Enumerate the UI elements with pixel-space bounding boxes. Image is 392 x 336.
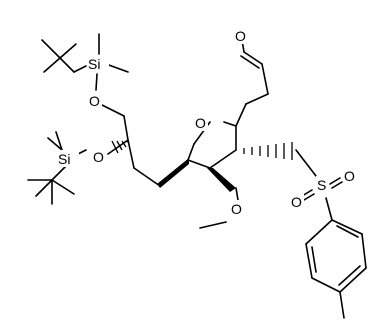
silicon-label-top: Si bbox=[88, 56, 100, 72]
sulfur-label: S bbox=[317, 177, 326, 193]
oxygen-label-sulfonyl-2: O bbox=[291, 194, 302, 210]
oxygen-label-sulfonyl-1: O bbox=[344, 168, 355, 184]
oxygen-label-ring: O bbox=[195, 115, 206, 131]
side-chain bbox=[99, 103, 161, 187]
hashed-wedge-ring-ch2 bbox=[243, 142, 293, 160]
methoxy-group bbox=[199, 187, 239, 229]
wedge-ring-chain bbox=[157, 158, 189, 188]
oxygen-label-methoxy: O bbox=[231, 201, 242, 217]
ring bbox=[187, 103, 247, 169]
hashed-wedge-c2-o bbox=[111, 140, 130, 154]
silicon-label-left: Si bbox=[58, 151, 70, 167]
oxygen-label-silyl-top: O bbox=[89, 93, 100, 109]
oxygen-label-silyl-left: O bbox=[93, 149, 104, 165]
tolyl-ring bbox=[305, 219, 367, 319]
aldehyde-arm bbox=[240, 39, 269, 105]
sulfonyl-group bbox=[295, 149, 343, 221]
atom-labels: Si O O Si O O O S O O bbox=[57, 27, 357, 217]
wedge-ring-methoxy bbox=[207, 168, 236, 192]
tbs-group-top bbox=[41, 33, 129, 91]
oxygen-label-aldehyde: O bbox=[235, 28, 246, 44]
tbs-group-left bbox=[27, 131, 87, 205]
